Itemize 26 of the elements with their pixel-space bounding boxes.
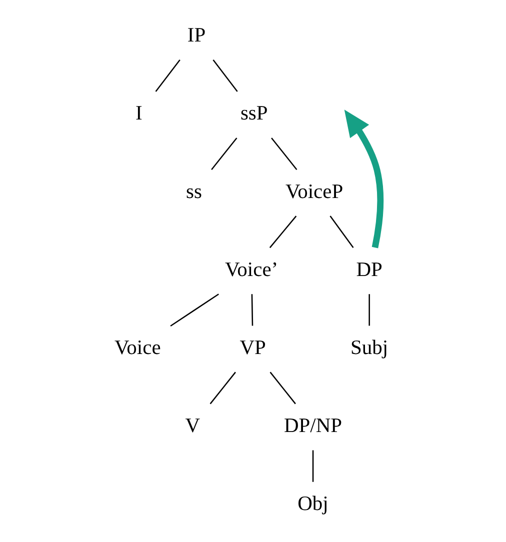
node-text: Voice’ [224,258,278,281]
node-text: DP [356,258,382,281]
node-text: V [184,415,200,438]
connector [212,60,238,92]
connector [210,138,237,170]
connector [250,294,253,326]
node-text: Obj [297,493,328,516]
node-text: ssP [240,102,268,125]
connector [154,60,180,92]
connector [170,294,218,327]
node-text: VoiceP [284,180,343,203]
connector [368,294,370,326]
node-text: Voice [114,336,160,359]
connector [312,450,314,482]
arrow [344,110,383,248]
connector [269,372,296,404]
node-text: DP/NP [283,415,342,438]
node-text: I [135,102,142,125]
node-text: VP [239,336,266,359]
node-text: ss [186,180,202,203]
connector [270,138,297,170]
node-text: Subj [350,336,388,359]
connector [329,216,354,248]
connector [268,216,296,248]
node-text: IP [186,24,206,47]
connector [209,372,236,404]
